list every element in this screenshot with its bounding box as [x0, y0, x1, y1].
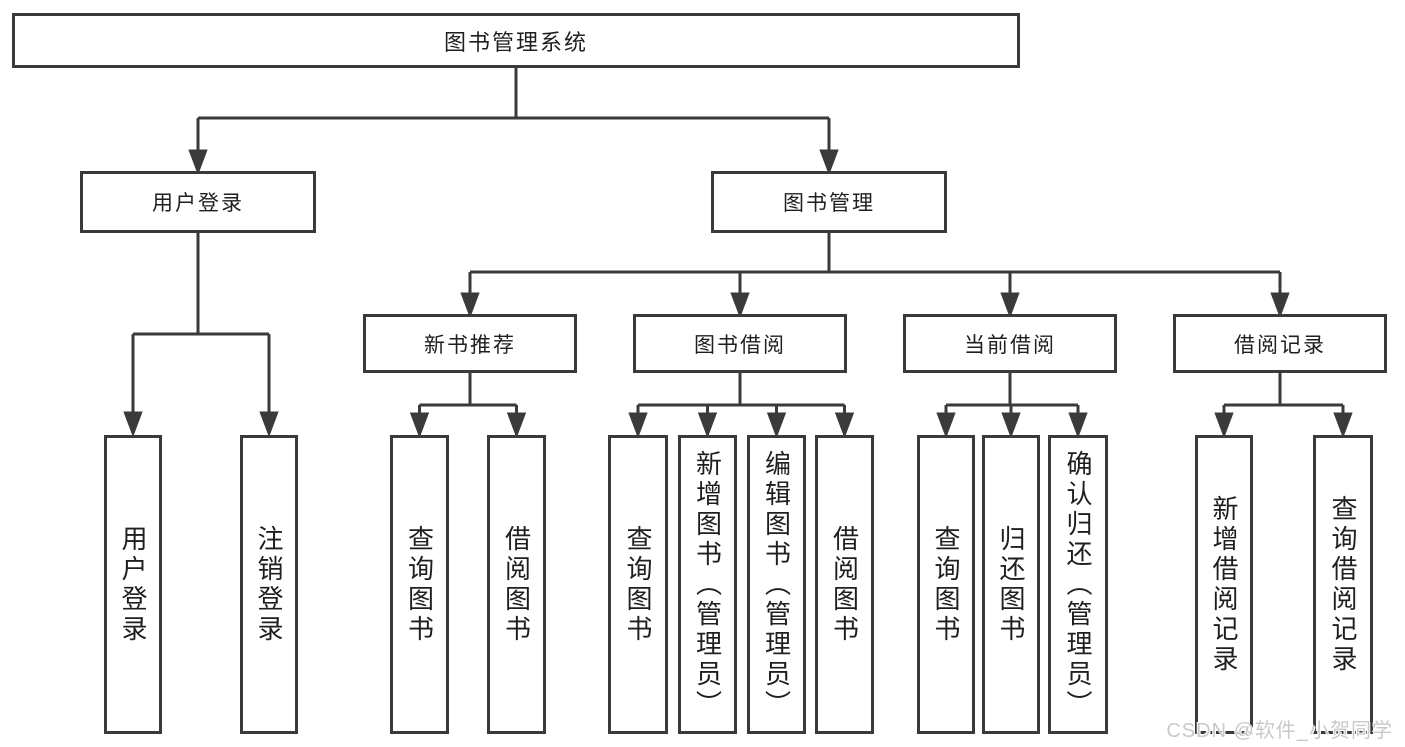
node-user-login: 用户登录: [80, 171, 316, 233]
node-leaf-query-books-borrow-label: 查询图书: [623, 524, 653, 645]
node-book-borrow-label: 图书借阅: [694, 333, 786, 357]
node-leaf-query-books-current: 查询图书: [917, 435, 975, 734]
connector-borrow-records-to-leaves: [1214, 373, 1353, 439]
node-leaf-edit-books-admin-label: 编辑图书（管理员）: [761, 449, 792, 720]
node-leaf-return-books: 归还图书: [982, 435, 1040, 734]
node-leaf-query-books-current-label: 查询图书: [931, 524, 961, 645]
connector-current-borrow-to-leaves: [936, 373, 1088, 439]
node-book-management: 图书管理: [711, 171, 947, 233]
node-leaf-confirm-return-admin-label: 确认归还（管理员）: [1063, 449, 1093, 720]
node-leaf-edit-books-admin: 编辑图书（管理员）: [747, 435, 806, 734]
node-leaf-query-books-borrow: 查询图书: [608, 435, 668, 734]
node-root-system: 图书管理系统: [12, 13, 1020, 68]
node-leaf-borrow-books-recommend: 借阅图书: [487, 435, 546, 734]
node-root-system-label: 图书管理系统: [443, 29, 588, 55]
watermark: CSDN @软件_小贺同学: [1166, 720, 1393, 742]
node-leaf-confirm-return-admin: 确认归还（管理员）: [1048, 435, 1108, 734]
node-leaf-query-books-recommend: 查询图书: [390, 435, 449, 734]
node-user-login-label: 用户登录: [152, 192, 244, 215]
node-leaf-return-books-label: 归还图书: [996, 524, 1026, 645]
node-leaf-add-borrow-record-label: 新增借阅记录: [1209, 494, 1239, 675]
node-leaf-logout-label: 注销登录: [254, 524, 284, 645]
node-leaf-logout: 注销登录: [240, 435, 298, 734]
node-leaf-query-borrow-record: 查询借阅记录: [1313, 435, 1373, 734]
node-leaf-add-books-admin: 新增图书（管理员）: [678, 435, 737, 734]
node-leaf-query-books-recommend-label: 查询图书: [404, 524, 435, 645]
node-current-borrow-label: 当前借阅: [964, 333, 1056, 357]
node-leaf-add-books-admin-label: 新增图书（管理员）: [692, 449, 723, 720]
node-new-book-recommend: 新书推荐: [363, 314, 577, 373]
node-leaf-borrow-books: 借阅图书: [815, 435, 874, 734]
connector-new-book-recommend-to-leaves: [409, 373, 527, 439]
connector-root-to-level2: [188, 68, 839, 176]
node-borrow-records-label: 借阅记录: [1234, 333, 1326, 357]
node-current-borrow: 当前借阅: [903, 314, 1117, 373]
node-leaf-add-borrow-record: 新增借阅记录: [1195, 435, 1253, 734]
node-leaf-borrow-books-label: 借阅图书: [829, 524, 860, 645]
node-leaf-user-login: 用户登录: [104, 435, 162, 734]
node-borrow-records: 借阅记录: [1173, 314, 1387, 373]
node-leaf-query-borrow-record-label: 查询借阅记录: [1328, 494, 1358, 675]
connector-user-login-to-leaves: [123, 233, 279, 438]
node-leaf-borrow-books-recommend-label: 借阅图书: [501, 524, 532, 645]
node-book-management-label: 图书管理: [783, 192, 875, 215]
node-book-borrow: 图书借阅: [633, 314, 847, 373]
connector-book-borrow-to-leaves: [628, 373, 855, 439]
node-new-book-recommend-label: 新书推荐: [424, 333, 516, 357]
connector-book-management-to-level3: [460, 233, 1290, 319]
node-leaf-user-login-label: 用户登录: [118, 524, 148, 645]
